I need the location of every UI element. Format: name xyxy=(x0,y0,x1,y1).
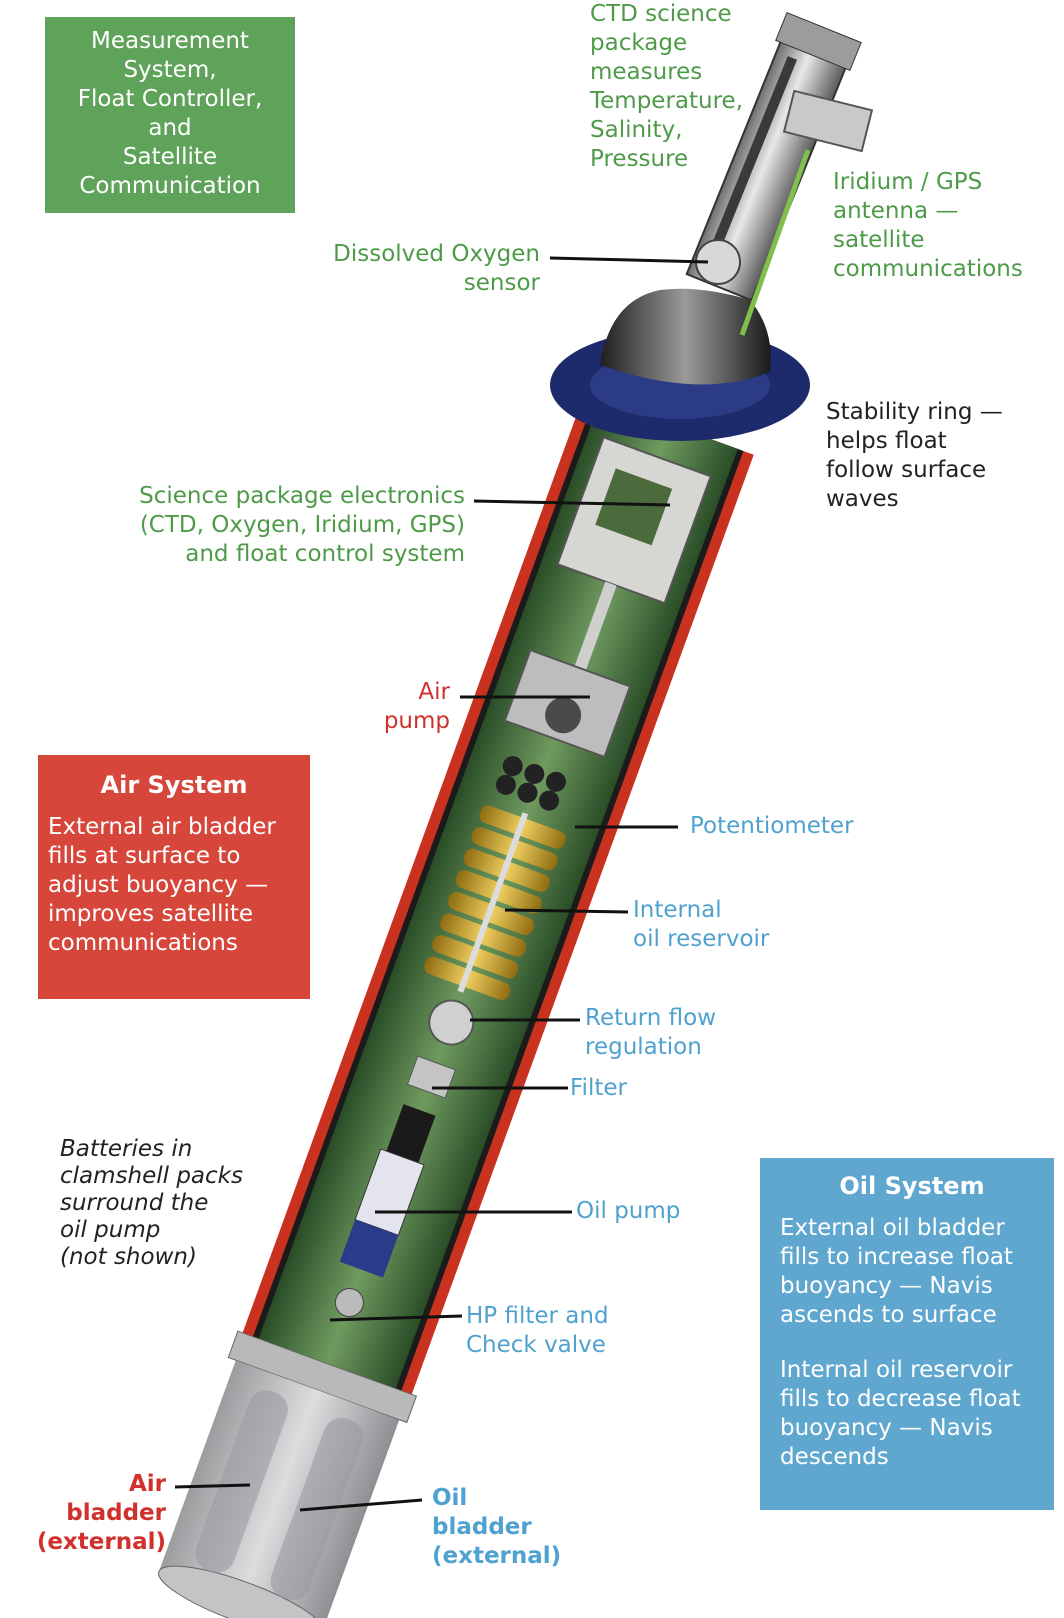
label-ctd: CTD science package measures Temperature… xyxy=(590,0,743,174)
label-oil-pump: Oil pump xyxy=(576,1197,680,1226)
label-return-flow: Return flow regulation xyxy=(585,1004,716,1062)
label-iridium-gps: Iridium / GPS antenna — satellite commun… xyxy=(833,168,1023,284)
label-electronics: Science package electronics (CTD, Oxygen… xyxy=(90,482,465,569)
label-potentiometer: Potentiometer xyxy=(690,812,854,841)
label-stability-ring: Stability ring — helps float follow surf… xyxy=(826,398,1003,514)
label-air-pump: Air pump xyxy=(350,678,450,736)
label-air-bladder: Air bladder (external) xyxy=(20,1470,166,1557)
oil-system-title: Oil System xyxy=(780,1172,1044,1200)
label-batteries: Batteries in clamshell packs surround th… xyxy=(60,1136,243,1271)
label-filter: Filter xyxy=(570,1074,627,1103)
measurement-system-box: Measurement System, Float Controller, an… xyxy=(45,17,295,213)
air-system-box: Air System External air bladder fills at… xyxy=(38,755,310,999)
top-dome xyxy=(600,289,771,385)
label-oil-bladder: Oil bladder (external) xyxy=(432,1484,561,1571)
oil-system-text-ascend: External oil bladder fills to increase f… xyxy=(780,1214,1044,1330)
oil-system-box: Oil System External oil bladder fills to… xyxy=(760,1158,1054,1510)
oil-system-text-descend: Internal oil reservoir fills to decrease… xyxy=(780,1356,1044,1472)
label-internal-oil-reservoir: Internal oil reservoir xyxy=(633,896,769,954)
label-hp-filter: HP filter and Check valve xyxy=(466,1302,609,1360)
air-system-text: External air bladder fills at surface to… xyxy=(48,813,300,958)
label-dissolved-oxygen: Dissolved Oxygen sensor xyxy=(300,240,540,298)
air-system-title: Air System xyxy=(48,771,300,799)
